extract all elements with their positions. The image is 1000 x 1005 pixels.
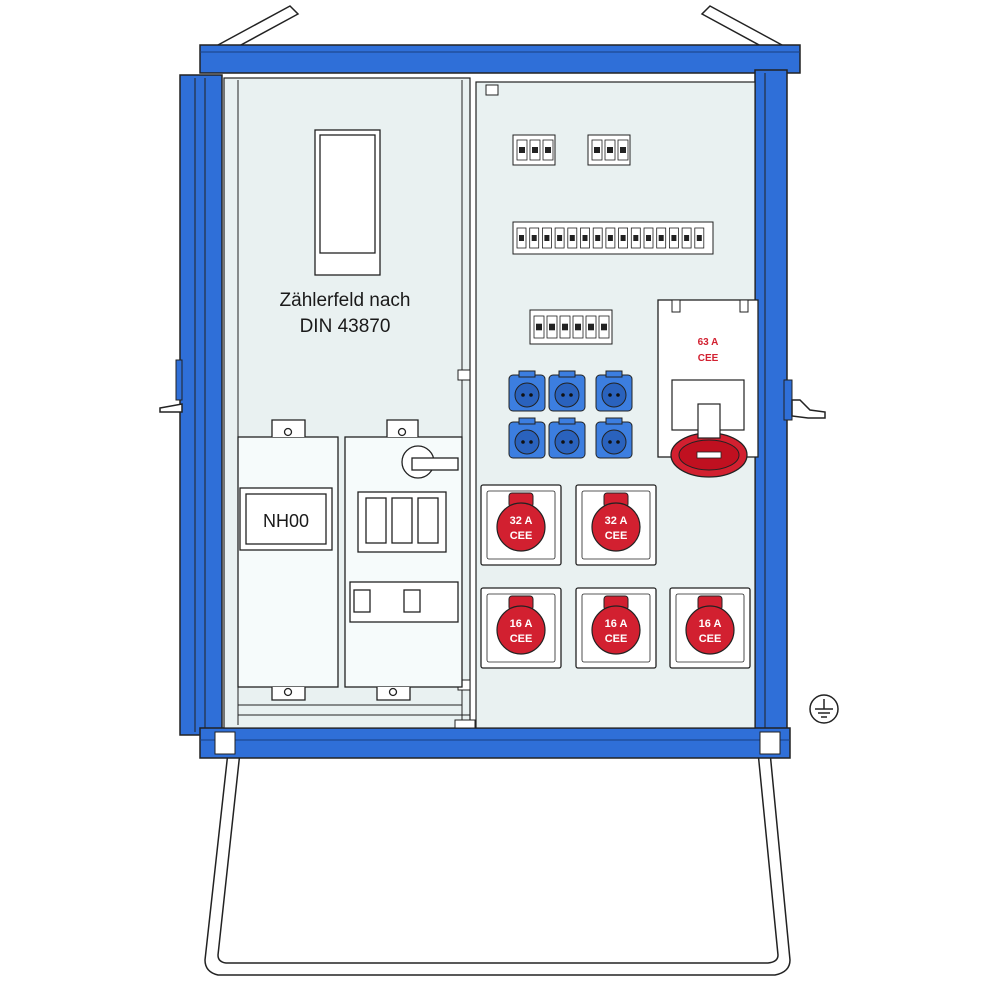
breaker-pole bbox=[598, 315, 610, 339]
breaker-pole bbox=[592, 227, 603, 249]
breaker-pole bbox=[580, 227, 590, 249]
breaker-pole bbox=[529, 139, 541, 161]
breaker-pole bbox=[554, 227, 565, 249]
meter-slot bbox=[314, 129, 381, 276]
breaker-pole bbox=[559, 315, 571, 339]
breaker-pole bbox=[542, 139, 554, 161]
cabinet-right-edge bbox=[754, 69, 793, 736]
schuko-socket bbox=[595, 370, 633, 412]
cee-socket-3: 16 A CEE bbox=[480, 587, 562, 669]
breaker-pole bbox=[643, 227, 654, 249]
meter-panel-label-line1: Zählerfeld nach bbox=[280, 290, 411, 311]
breaker-pole bbox=[669, 227, 679, 249]
breaker-pole bbox=[656, 227, 667, 249]
schuko-socket-grid bbox=[508, 370, 633, 459]
schuko-socket bbox=[548, 417, 586, 459]
cabinet-bottom-frame bbox=[199, 727, 791, 759]
breaker-pole bbox=[529, 227, 540, 249]
cee-63a-type-label: CEE bbox=[698, 353, 719, 364]
breaker-pole bbox=[617, 139, 629, 161]
schuko-socket bbox=[508, 417, 546, 459]
breaker-pole bbox=[630, 227, 641, 249]
breaker-pole bbox=[516, 139, 528, 161]
breaker-pole bbox=[591, 139, 603, 161]
cee-socket-amp-label: 16 A bbox=[605, 618, 628, 630]
breaker-pole bbox=[585, 315, 597, 339]
cee-socket-type-label: CEE bbox=[699, 633, 722, 645]
breaker-pole bbox=[533, 315, 545, 339]
cee-socket-5: 16 A CEE bbox=[669, 587, 751, 669]
fuse-module-nh00 bbox=[237, 419, 339, 701]
breaker-pole bbox=[694, 227, 705, 249]
cee-socket-amp-label: 16 A bbox=[699, 618, 722, 630]
cee-63a-amp-label: 63 A bbox=[698, 337, 719, 348]
cabinet-top-frame bbox=[199, 44, 801, 74]
main-switch-module bbox=[344, 419, 463, 701]
breaker-pole bbox=[546, 315, 558, 339]
ground-symbol-icon bbox=[809, 694, 839, 724]
cee-socket-type-label: CEE bbox=[510, 633, 533, 645]
breaker-pole bbox=[542, 227, 552, 249]
breaker-pole bbox=[516, 227, 527, 249]
cabinet-left-edge bbox=[175, 74, 223, 736]
breaker-poles bbox=[516, 139, 705, 339]
meter-panel-label-line2: DIN 43870 bbox=[300, 316, 391, 337]
cee-socket-amp-label: 32 A bbox=[605, 515, 628, 527]
stand-frame bbox=[204, 751, 791, 976]
schuko-socket bbox=[548, 370, 586, 412]
fuse-label: NH00 bbox=[263, 511, 309, 531]
breaker-pole bbox=[681, 227, 692, 249]
breaker-pole bbox=[618, 227, 628, 249]
cee-socket-1: 32 A CEE bbox=[480, 484, 562, 566]
schuko-socket bbox=[595, 417, 633, 459]
breaker-pole bbox=[567, 227, 578, 249]
cee-socket-63a bbox=[657, 299, 759, 478]
cee-socket-2: 32 A CEE bbox=[575, 484, 657, 566]
cee-socket-type-label: CEE bbox=[510, 530, 533, 542]
cee-socket-4: 16 A CEE bbox=[575, 587, 657, 669]
breaker-pole bbox=[604, 139, 616, 161]
cee-socket-type-label: CEE bbox=[605, 530, 628, 542]
cee-socket-amp-label: 32 A bbox=[510, 515, 533, 527]
breaker-pole bbox=[605, 227, 616, 249]
breaker-pole bbox=[572, 315, 584, 339]
schuko-socket bbox=[508, 370, 546, 412]
cee-socket-amp-label: 16 A bbox=[510, 618, 533, 630]
door-latch-right bbox=[791, 399, 826, 419]
door-latch-left bbox=[159, 403, 183, 413]
cee-socket-grid: 32 A CEE 32 A CEE 16 A CEE 16 A CEE 16 A CEE bbox=[480, 484, 751, 669]
cee-socket-type-label: CEE bbox=[605, 633, 628, 645]
